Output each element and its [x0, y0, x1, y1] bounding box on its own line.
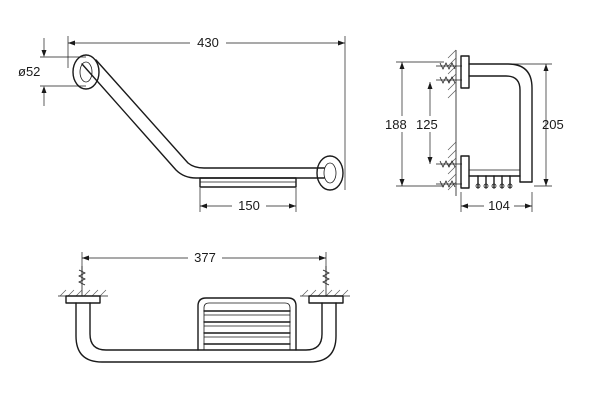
front-basket: [197, 297, 297, 351]
side-bar-tube: [468, 63, 533, 183]
front-bar-tube: [75, 302, 337, 363]
dimension-188: 188: [385, 117, 407, 132]
dimension-377: 377: [194, 250, 216, 265]
dimension-diameter: ø52: [18, 64, 40, 79]
side-view: 205 188 125 104: [382, 49, 564, 213]
front-view: 377: [58, 249, 350, 363]
dimension-430: 430: [197, 35, 219, 50]
dimension-125: 125: [416, 117, 438, 132]
dimension-104: 104: [488, 198, 510, 213]
top-view-basket: [199, 177, 297, 188]
left-wall-flange: [72, 54, 100, 90]
right-wall-flange: [316, 155, 344, 191]
front-screws: [78, 266, 330, 296]
dimension-205: 205: [542, 117, 564, 132]
side-basket: [468, 169, 521, 189]
grab-bar-tube: [81, 63, 325, 179]
dimension-150: 150: [238, 198, 260, 213]
top-view: 430 ø52 150: [18, 34, 346, 213]
